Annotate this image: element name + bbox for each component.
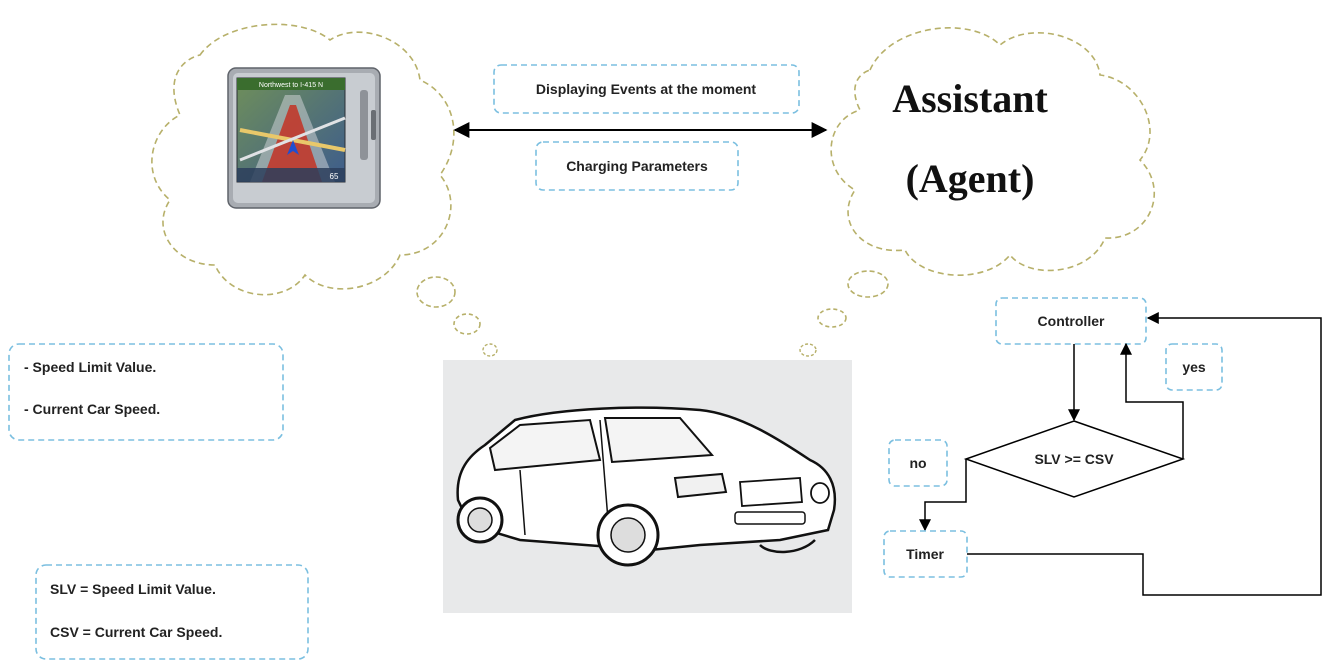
parameter-speed-limit: - Speed Limit Value. — [24, 359, 156, 375]
charging-parameters-label: Charging Parameters — [566, 158, 708, 174]
gps-cloud — [151, 23, 498, 357]
gps-device: Northwest to I-415 N 65 — [227, 67, 381, 209]
decision-label: SLV >= CSV — [1034, 451, 1114, 467]
timer-box — [883, 530, 968, 578]
parameter-current-speed: - Current Car Speed. — [24, 401, 160, 417]
gps-speed-text: 65 — [330, 172, 339, 181]
displaying-events-box — [493, 64, 800, 114]
assistant-subtitle: (Agent) — [906, 156, 1035, 201]
legend-csv: CSV = Current Car Speed. — [50, 624, 222, 640]
yes-box — [1165, 343, 1223, 391]
gps-street-text: Northwest to I-415 N — [259, 82, 323, 89]
assistant-cloud — [799, 27, 1156, 357]
parameters-box — [8, 343, 284, 441]
flowchart: Controller SLV >= CSV yes no Timer — [883, 297, 1322, 596]
displaying-events-label: Displaying Events at the moment — [536, 81, 756, 97]
timer-label: Timer — [906, 546, 944, 562]
decision-diamond — [963, 420, 1186, 498]
charging-parameters-box — [535, 141, 739, 191]
controller-label: Controller — [1038, 313, 1105, 329]
assistant-title: Assistant — [892, 76, 1048, 121]
no-box — [888, 439, 948, 487]
controller-box — [995, 297, 1147, 345]
no-label: no — [909, 455, 926, 471]
abbreviation-legend-box — [35, 564, 309, 660]
yes-label: yes — [1182, 359, 1206, 375]
car-illustration: colourbox — [443, 360, 852, 613]
legend-slv: SLV = Speed Limit Value. — [50, 581, 216, 597]
